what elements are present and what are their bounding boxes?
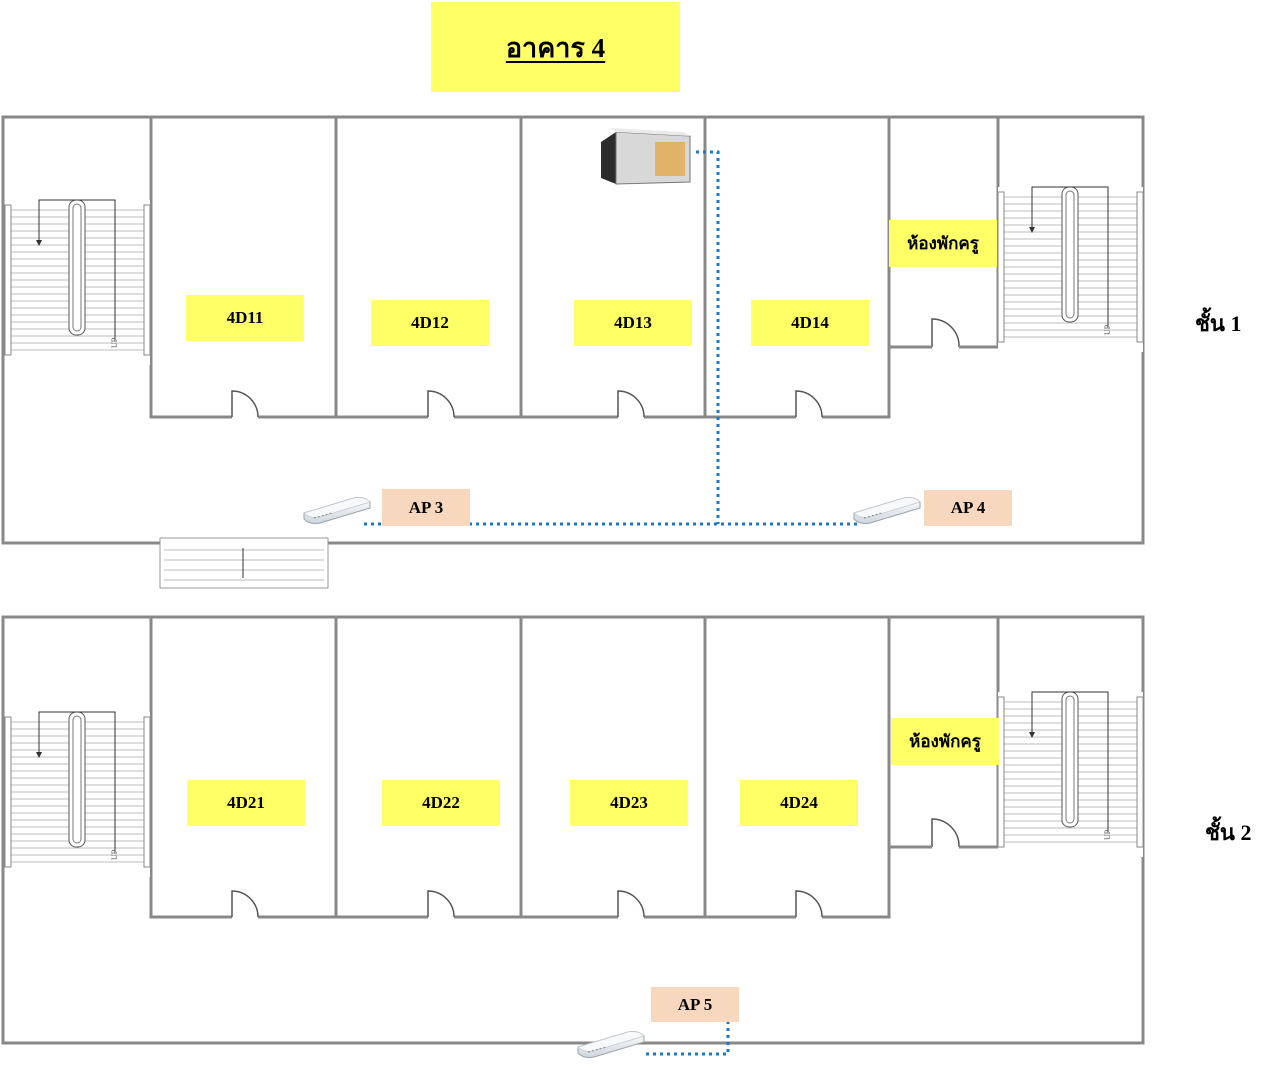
staircase-icon <box>997 186 1144 353</box>
room-label-4d22: 4D22 <box>382 780 500 826</box>
floor-label-1: ชั้น 1 <box>1195 311 1242 336</box>
ap-label-ap4: AP 4 <box>924 490 1012 526</box>
floor-2-plan <box>1 615 1145 1059</box>
room-label-4d21: 4D21 <box>187 780 305 826</box>
floor-label-2: ชั้น 2 <box>1205 820 1252 845</box>
room-label-4d24: 4D24 <box>740 780 858 826</box>
room-label-4d23: 4D23 <box>570 780 688 826</box>
entrance-steps <box>159 537 329 589</box>
ap-label-ap5: AP 5 <box>651 987 739 1022</box>
staircase-icon <box>4 711 151 878</box>
staff-room-label-2: ห้องพักครู <box>891 718 999 765</box>
staff-room-label: ห้องพักครู <box>889 220 997 267</box>
building-title-box: อาคาร 4 <box>431 2 680 92</box>
room-label-4d14: 4D14 <box>751 300 869 346</box>
staircase-icon <box>4 199 151 366</box>
building-title: อาคาร 4 <box>505 32 606 63</box>
staircase-icon <box>997 691 1144 858</box>
network-rack-cabinet-icon <box>601 128 691 185</box>
room-label-4d12: 4D12 <box>371 300 489 346</box>
room-label-4d13: 4D13 <box>574 300 692 346</box>
ap-label-ap3: AP 3 <box>382 489 470 526</box>
room-label-4d11: 4D11 <box>186 295 304 341</box>
